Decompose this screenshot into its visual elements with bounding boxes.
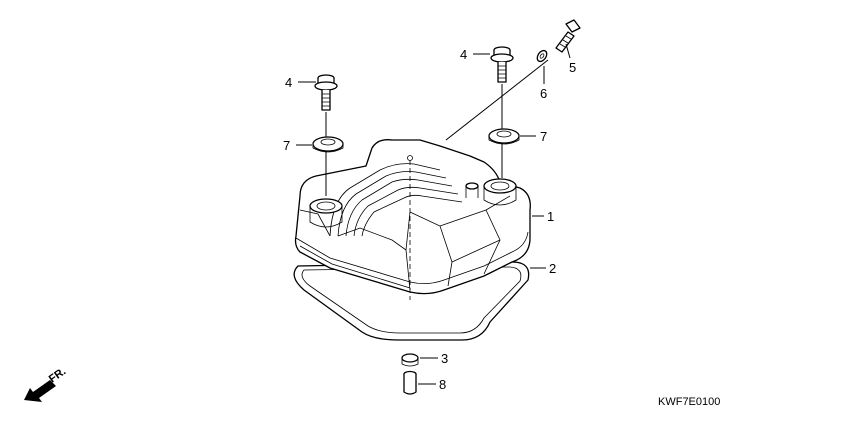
callout-4-left: 4	[285, 75, 292, 90]
callout-3: 3	[441, 351, 448, 366]
callout-7-right: 7	[540, 129, 547, 144]
callout-7-left: 7	[283, 138, 290, 153]
callout-2: 2	[549, 261, 556, 276]
small-nut	[401, 353, 419, 367]
leader-lines	[296, 43, 571, 385]
front-arrow-icon	[24, 380, 56, 402]
sealing-washer	[536, 49, 548, 63]
dowel-pin	[403, 370, 417, 395]
callout-4-right: 4	[460, 47, 467, 62]
rubber-mount-left	[312, 136, 344, 153]
rubber-mount-right	[488, 128, 520, 145]
front-direction-indicator: FR.	[24, 365, 68, 402]
cylinder-head-cover	[294, 139, 531, 300]
callout-1: 1	[547, 209, 554, 224]
callout-5: 5	[569, 60, 576, 75]
callout-6: 6	[540, 86, 547, 101]
flange-bolt-left	[314, 74, 338, 196]
breather-bolt	[445, 19, 581, 141]
callout-8: 8	[439, 377, 446, 392]
flange-bolt-right	[490, 46, 514, 178]
diagram-part-code: KWF7E0100	[658, 396, 720, 408]
